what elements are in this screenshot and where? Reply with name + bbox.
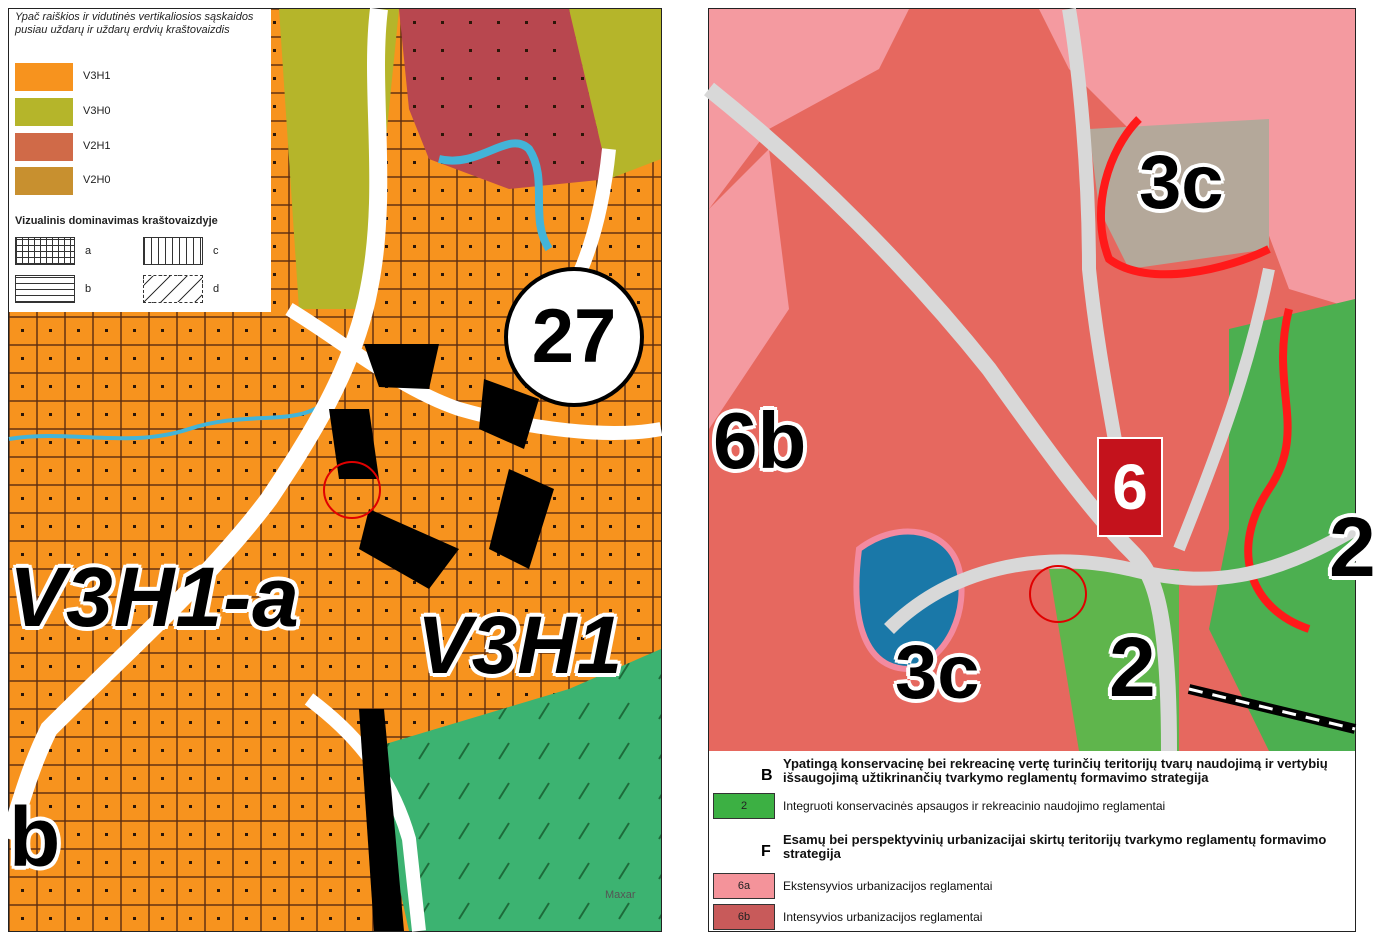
zone-label-3c-top: 3c [1139,140,1224,225]
road-number-shield: 27 [504,267,644,407]
interchange-segment [364,344,439,389]
green-zone-right [1209,299,1355,751]
6a-zone [709,9,909,209]
green-zone-2 [1049,569,1179,751]
legend-section-b-heading: Ypatingą konservacinę bei rekreacinę ver… [783,756,1328,785]
legend-section-f-heading: Esamų bei perspektyvinių urbanizacijai s… [783,832,1327,861]
zone-label-6b: 6b [713,396,807,485]
legend-label-6b: Intensyvios urbanizacijos reglamentai [783,910,983,924]
legend-title: Ypač raiškios ir vidutinės vertikaliosio… [15,11,254,36]
zone-label-2-edge: 2 [1329,500,1376,594]
legend-subtitle: Vizualinis dominavimas kraštovaizdyje [15,215,218,227]
location-circle-marker [323,461,381,519]
legend-label-v2h0: V2H0 [83,174,111,186]
river [438,139,553,252]
pattern-grid-swatch [15,237,75,265]
zone-label-v3h1-a: V3H1-a [9,550,300,644]
left-legend: Ypač raiškios ir vidutinės vertikaliosio… [9,9,271,312]
legend-label-v3h0: V3H0 [83,105,111,117]
east-road [285,302,663,440]
legend-section-f-letter: F [761,843,771,860]
pattern-label-b: b [85,283,92,295]
pond [853,528,965,673]
zone-label-v3h1: V3H1 [417,600,623,691]
legend-box-6b: 6b [713,904,775,930]
legend-box-2: 2 [713,793,775,819]
zone-badge-6: 6 [1097,437,1163,537]
pattern-label-a: a [85,245,92,257]
zone-label-3c-bottom: 3c [895,630,980,715]
location-circle-marker-right [1029,565,1087,623]
right-legend: B Ypatingą konservacinę bei rekreacinę v… [709,751,1355,931]
pattern-diagonal-swatch [143,275,203,303]
legend-swatch-v3h0 [15,98,73,126]
watermark: Maxar [605,889,636,901]
road-number: 27 [531,294,617,379]
pattern-label-c: c [213,245,219,257]
zone-label-2: 2 [1109,620,1156,714]
zone-label-b: b [9,790,61,884]
right-map-panel: 3c 6b 6 3c 2 2 B Ypatingą konservacinę b… [704,7,1376,932]
legend-swatch-v2h0 [15,167,73,195]
3c-zone-top [1089,119,1269,269]
legend-label-v2h1: V2H1 [83,140,111,152]
pattern-vlines-swatch [143,237,203,265]
pattern-label-d: d [213,283,220,295]
olive-zone-right [569,9,661,179]
left-map-panel: Ypač raiškios ir vidutinės vertikaliosio… [0,7,663,932]
legend-swatch-v3h1 [15,63,73,91]
stream [8,397,331,441]
legend-section-b-letter: B [761,767,773,784]
red-boundary [1097,116,1271,279]
pattern-hlines-swatch [15,275,75,303]
legend-swatch-v2h1 [15,133,73,161]
legend-box-6a: 6a [713,873,775,899]
legend-label-6a: Ekstensyvios urbanizacijos reglamentai [783,879,993,893]
legend-label-2: Integruoti konservacinės apsaugos ir rek… [783,799,1166,813]
road-east [884,522,1359,634]
road-diagonal [704,82,1177,752]
main-road [0,7,388,842]
legend-label-v3h1: V3H1 [83,70,111,82]
